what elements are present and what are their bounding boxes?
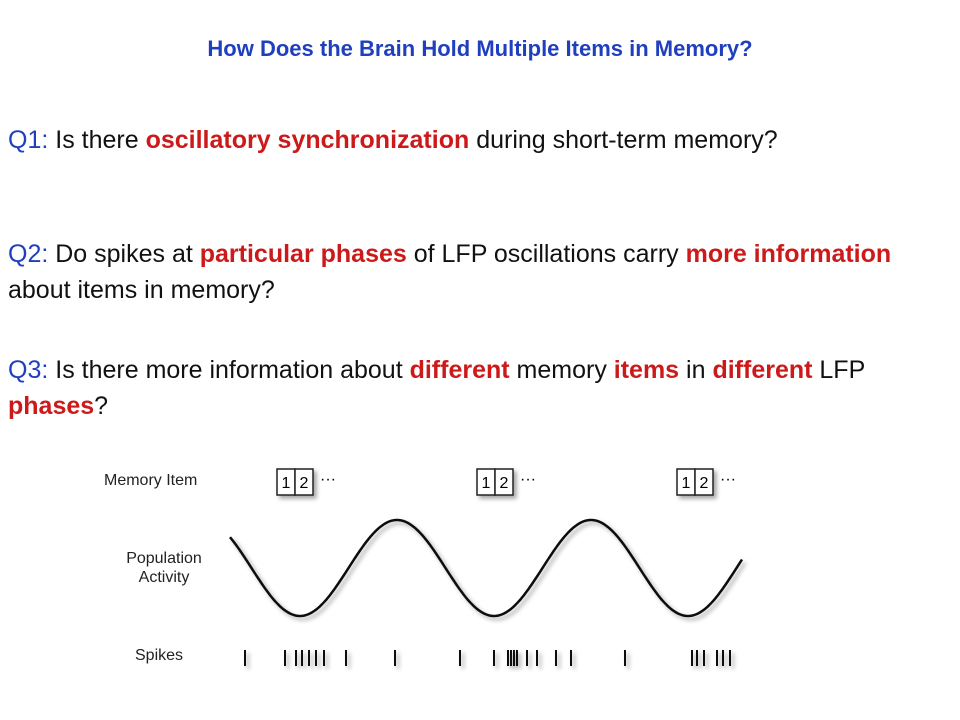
q1-text-2: during short-term memory? [469, 126, 778, 154]
q3-text-5: ? [94, 392, 109, 420]
q3-text-1: Is there more information about [48, 356, 410, 384]
question-3: Q3: Is there more information about diff… [8, 352, 938, 424]
q3-text-2: memory [509, 356, 614, 384]
item-2-number-2: 2 [500, 475, 509, 492]
memory-item-box-2 [476, 468, 514, 496]
spike-raster [244, 650, 731, 666]
q2-highlight-2: more information [685, 240, 892, 268]
q3-highlight-1: different [409, 356, 510, 384]
q2-highlight-1: particular phases [199, 240, 407, 268]
q2-text-3: about items in memory? [8, 276, 275, 304]
q1-highlight-1: oscillatory synchronization [145, 126, 470, 154]
q3-label: Q3: [8, 356, 49, 384]
memory-item-box-1 [276, 468, 314, 496]
population-activity-label: Population Activity [126, 550, 202, 586]
memory-item-label: Memory Item [104, 472, 198, 489]
item-3-ellipsis: ··· [720, 471, 736, 488]
item-1-number-1: 1 [282, 475, 291, 492]
q2-label: Q2: [8, 240, 49, 268]
q3-text-4: LFP [812, 356, 865, 384]
item-1-number-2: 2 [300, 475, 309, 492]
q3-highlight-2: items [613, 356, 680, 384]
q2-text-2: of LFP oscillations carry [406, 240, 686, 268]
q3-highlight-3: different [712, 356, 813, 384]
item-3-number-2: 2 [700, 475, 709, 492]
q1-text-1: Is there [48, 126, 146, 154]
item-1-ellipsis: ··· [320, 471, 336, 488]
question-1: Q1: Is there oscillatory synchronization… [8, 122, 938, 158]
memory-item-box-3 [676, 468, 714, 496]
q2-text-1: Do spikes at [48, 240, 200, 268]
item-2-number-1: 1 [482, 475, 491, 492]
item-3-number-1: 1 [682, 475, 691, 492]
q3-highlight-4: phases [8, 392, 95, 420]
q3-text-3: in [679, 356, 713, 384]
question-2: Q2: Do spikes at particular phases of LF… [8, 236, 938, 308]
population-activity-wave [229, 518, 744, 618]
q1-label: Q1: [8, 126, 49, 154]
spikes-label: Spikes [135, 647, 184, 664]
item-2-ellipsis: ··· [520, 471, 536, 488]
slide-title: How Does the Brain Hold Multiple Items i… [207, 36, 753, 61]
